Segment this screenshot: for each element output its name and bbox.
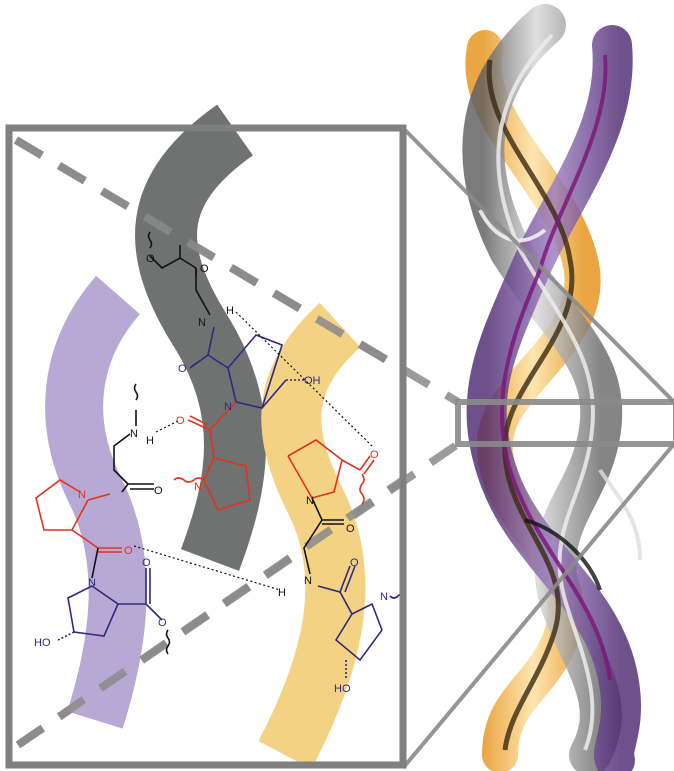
- atom-n: N: [224, 401, 232, 413]
- triple-helix: [462, 4, 642, 771]
- bond: [57, 631, 75, 641]
- bond: [227, 367, 237, 403]
- bond: [145, 603, 163, 621]
- bond: [91, 547, 99, 579]
- atom-o: O: [200, 263, 209, 275]
- wavy-bond-icon: [173, 477, 205, 483]
- bond: [359, 455, 375, 475]
- atom-n: N: [198, 317, 206, 329]
- connector-solid: [401, 442, 674, 770]
- wavy-bond-icon: [133, 383, 139, 401]
- atom-n: N: [380, 591, 388, 603]
- atom-n: N: [78, 489, 86, 501]
- bond: [261, 379, 287, 409]
- gray-strand-chemistry: [147, 231, 304, 409]
- atom-ho: HO: [334, 683, 351, 695]
- bond: [189, 354, 209, 369]
- atom-o: O: [158, 617, 167, 629]
- helix-backbone-trace: [486, 59, 575, 751]
- wavy-bond-icon: [165, 629, 171, 655]
- hydrogen-bonds: [133, 311, 373, 591]
- helix-backbone-trace: [499, 54, 612, 681]
- zoom-panel-frame: [5, 124, 407, 769]
- atom-h: H: [226, 305, 234, 317]
- atom-o: O: [154, 485, 163, 497]
- atom-oh: OH: [304, 375, 321, 387]
- helix-backbone-trace: [478, 209, 547, 243]
- helix-backbone-trace: [524, 518, 602, 591]
- bond: [187, 415, 211, 431]
- zoom-marker-box: [455, 399, 674, 447]
- bond: [35, 479, 89, 531]
- bond: [195, 268, 211, 316]
- atom-o: O: [370, 449, 379, 461]
- connector-dashed: [13, 136, 406, 374]
- atom-o: O: [142, 557, 151, 569]
- connector-solid: [401, 126, 674, 404]
- bond: [287, 439, 343, 499]
- atom-n: N: [194, 481, 202, 493]
- bond: [207, 326, 215, 356]
- atom-h: H: [146, 435, 154, 447]
- atom-n: N: [130, 428, 138, 440]
- red-proline-residue: [173, 401, 251, 511]
- bond: [67, 585, 119, 637]
- strand-purple-ribbon: [45, 275, 147, 729]
- atom-n: N: [306, 495, 314, 507]
- bond: [334, 591, 383, 662]
- bond: [121, 483, 129, 493]
- bond: [303, 519, 323, 575]
- bond: [209, 401, 237, 431]
- yellow-strand-chemistry: [287, 439, 407, 680]
- atom-o: O: [124, 545, 133, 557]
- bond: [87, 493, 111, 501]
- helix-backbone-trace: [496, 33, 595, 751]
- wavy-bond-icon: [147, 231, 153, 249]
- atom-labels: O O N H O N OH O N N H O N O N O O HO O …: [34, 253, 388, 695]
- h-bond: [235, 311, 373, 447]
- wavy-bond-icon: [359, 473, 365, 505]
- atom-ho: HO: [34, 637, 51, 649]
- bond: [113, 433, 131, 485]
- atom-o: O: [176, 415, 185, 427]
- atom-o: O: [350, 557, 359, 569]
- h-bond: [133, 545, 281, 591]
- bond: [149, 255, 197, 269]
- atom-o: O: [346, 523, 355, 535]
- atom-o: O: [178, 363, 187, 375]
- atom-n: N: [88, 577, 96, 589]
- bond: [341, 459, 361, 471]
- helix-backbone-trace: [598, 468, 642, 561]
- bond: [207, 334, 283, 409]
- atom-n: N: [304, 575, 312, 587]
- atom-o: O: [146, 253, 155, 265]
- bond: [128, 483, 154, 490]
- connector-dashed: [15, 476, 406, 749]
- strand-gray-ribbon: [135, 104, 266, 571]
- purple-strand-chemistry: [35, 383, 171, 655]
- atom-h: H: [278, 587, 286, 599]
